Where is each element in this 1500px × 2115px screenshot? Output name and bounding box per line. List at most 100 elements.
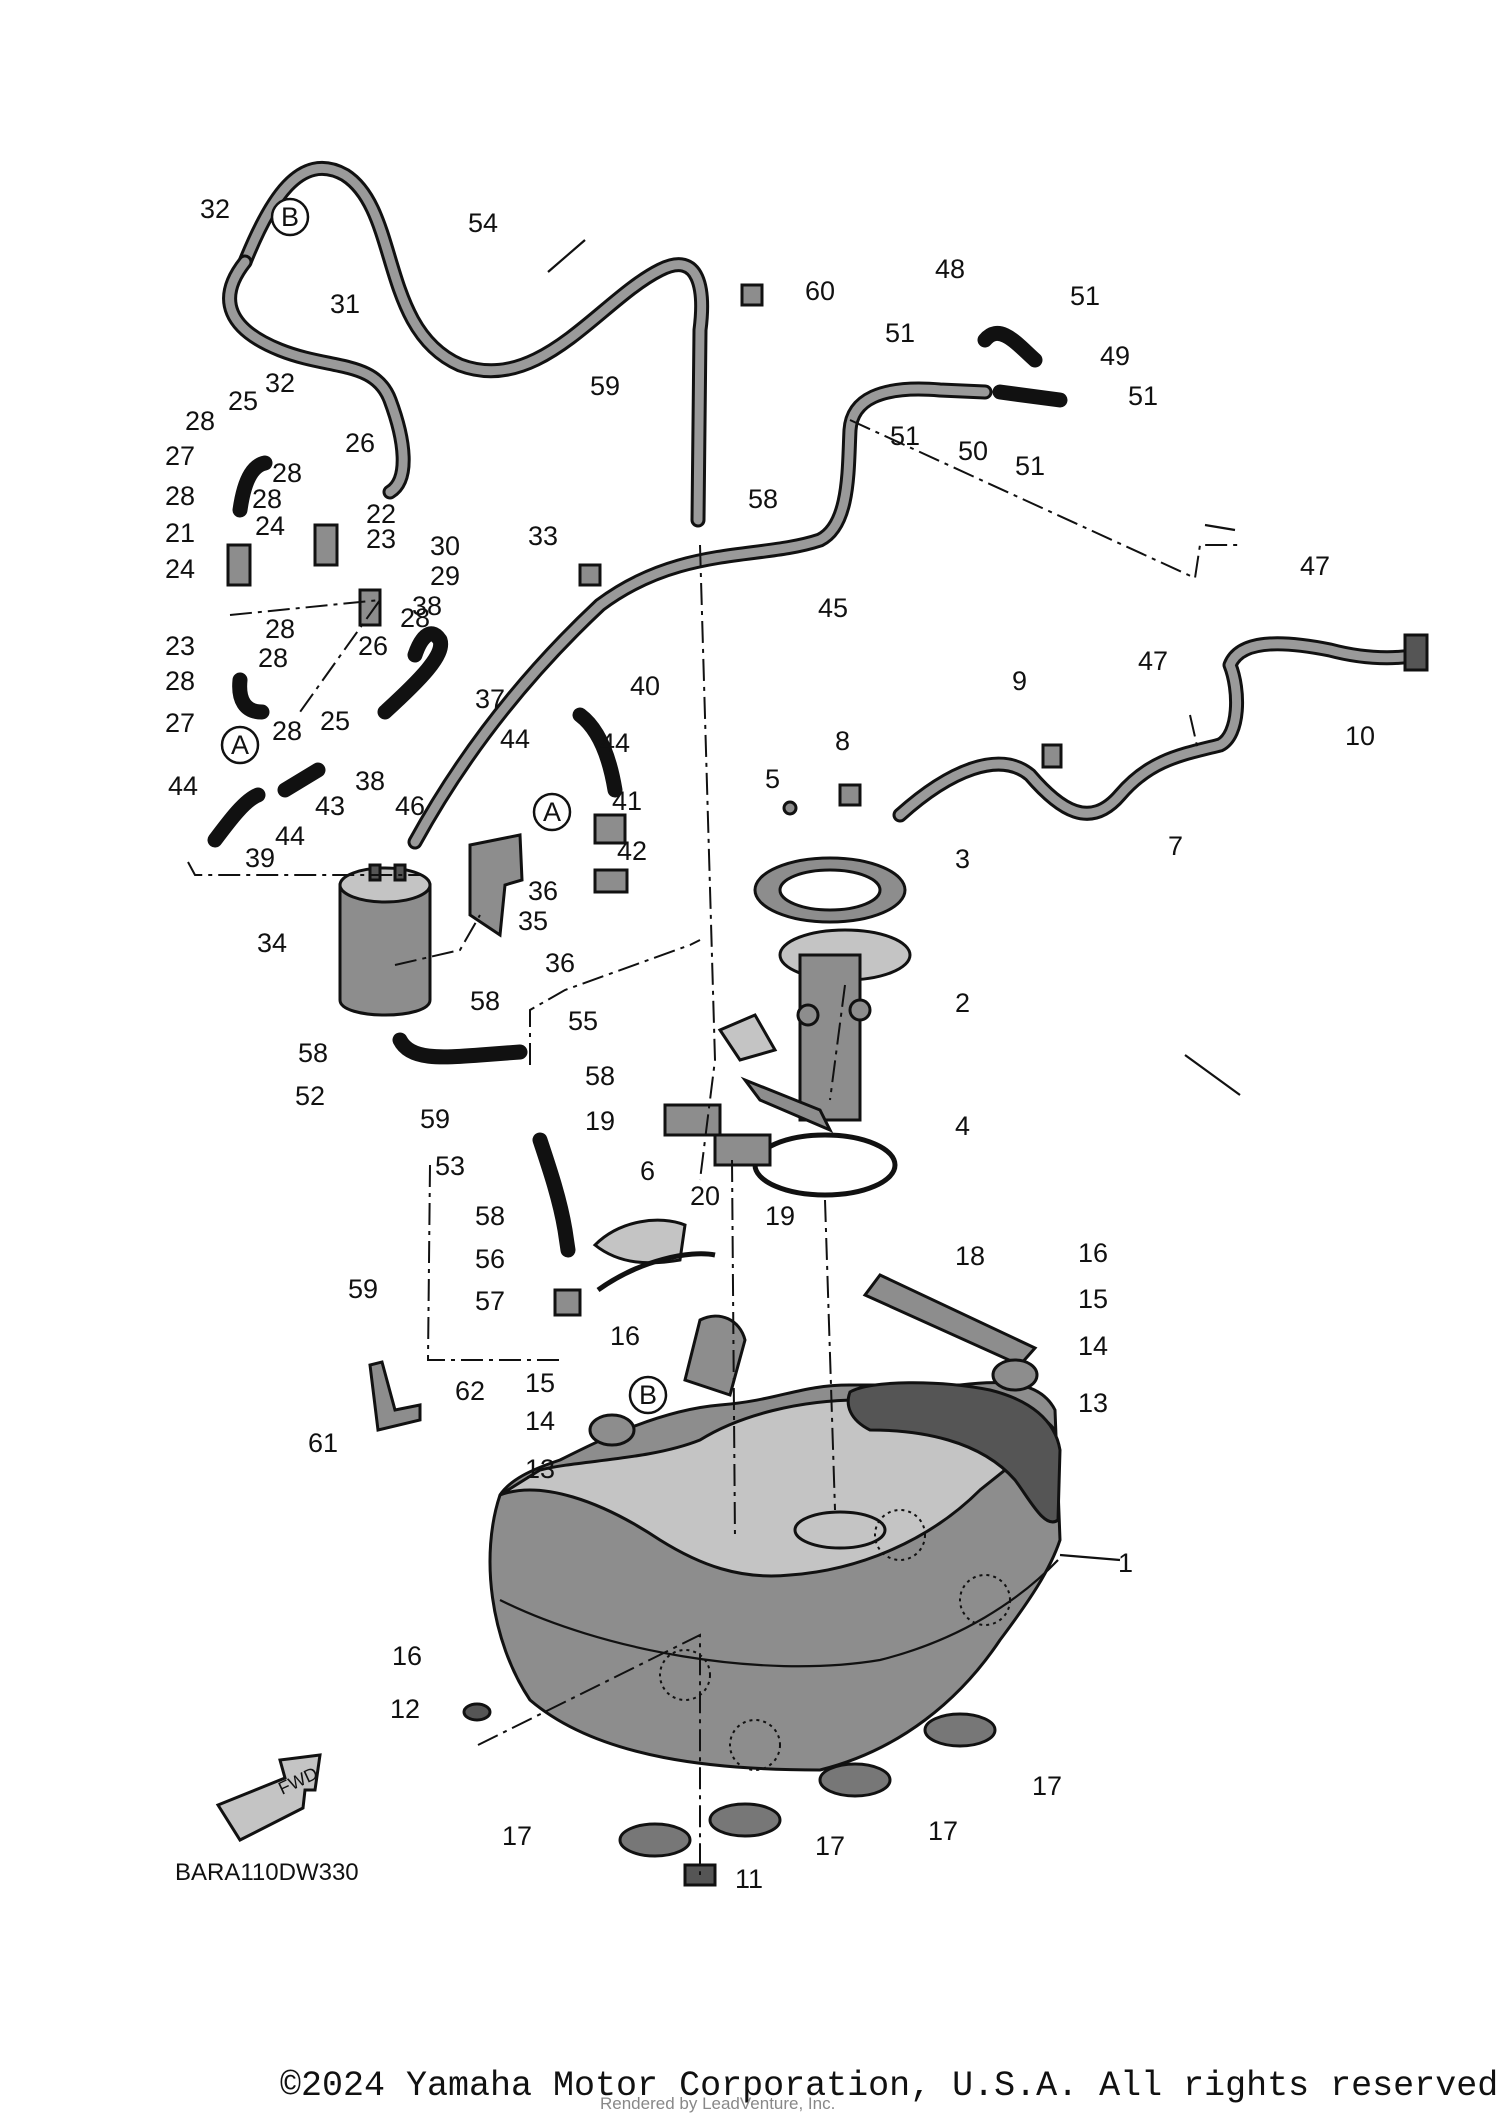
callout-c28e: 28 xyxy=(265,614,295,644)
callout-c17d: 17 xyxy=(1032,1771,1062,1801)
callout-c7: 7 xyxy=(1168,831,1183,861)
clamp-60 xyxy=(740,283,764,307)
callout-c30: 30 xyxy=(430,531,460,561)
mount-pad-2 xyxy=(708,1802,782,1838)
callout-c47a: 47 xyxy=(1300,551,1330,581)
marker-letter: A xyxy=(231,730,249,760)
callout-c44d: 44 xyxy=(600,728,630,758)
callout-c26b: 26 xyxy=(358,631,388,661)
hose-27-lower xyxy=(232,672,270,720)
callout-c58e: 58 xyxy=(475,1201,505,1231)
callout-c14b: 14 xyxy=(1078,1331,1108,1361)
callout-c52: 52 xyxy=(295,1081,325,1111)
callout-c58c: 58 xyxy=(585,1061,615,1091)
callout-c45: 45 xyxy=(818,593,848,623)
callout-c25b: 25 xyxy=(320,706,350,736)
callout-c28g: 28 xyxy=(258,643,288,673)
callout-c11: 11 xyxy=(735,1864,763,1894)
callout-c39: 39 xyxy=(245,843,275,873)
bracket-29 xyxy=(358,588,382,627)
callout-c36a: 36 xyxy=(528,876,558,906)
callout-c28h: 28 xyxy=(272,716,302,746)
callout-c60: 60 xyxy=(805,276,835,306)
reference-marker-mA2: A xyxy=(532,792,572,832)
callout-c44c: 44 xyxy=(500,724,530,754)
damper-upper xyxy=(663,1103,722,1137)
callout-c17a: 17 xyxy=(502,1821,532,1851)
hose-49 xyxy=(992,384,1068,408)
callout-c35: 35 xyxy=(518,906,548,936)
tank-damper-left xyxy=(588,1413,636,1447)
hose-39 xyxy=(207,787,266,848)
callout-c41: 41 xyxy=(612,786,642,816)
callout-c46: 46 xyxy=(395,791,425,821)
callout-c23b: 23 xyxy=(366,524,396,554)
hose-31 xyxy=(222,254,411,500)
callout-c12: 12 xyxy=(390,1694,420,1724)
callout-c61: 61 xyxy=(308,1428,338,1458)
hose-48 xyxy=(977,326,1043,368)
callout-c26a: 26 xyxy=(345,428,375,458)
callout-c13a: 13 xyxy=(525,1454,555,1484)
callout-c2: 2 xyxy=(955,988,970,1018)
callout-c16a: 16 xyxy=(610,1321,640,1351)
callout-c54: 54 xyxy=(468,208,498,238)
callout-c24a: 24 xyxy=(165,554,195,584)
callout-c22: 22 xyxy=(366,499,396,529)
filler-seal xyxy=(596,1251,716,1293)
forward-arrow: FWD xyxy=(215,1753,322,1842)
hose-53 xyxy=(532,1132,576,1258)
callout-c5: 5 xyxy=(765,764,780,794)
connector-10 xyxy=(1403,633,1429,672)
mount-pad-1 xyxy=(618,1822,692,1858)
callout-c17b: 17 xyxy=(815,1831,845,1861)
callout-c28b: 28 xyxy=(272,458,302,488)
fitting-8 xyxy=(838,783,862,807)
washer-12 xyxy=(462,1702,492,1722)
callout-c17c: 17 xyxy=(928,1816,958,1846)
filter-22 xyxy=(313,523,339,567)
callout-c29: 29 xyxy=(430,561,460,591)
drawing-code: BARA110DW330 xyxy=(175,1859,359,1886)
callout-c16b: 16 xyxy=(1078,1238,1108,1268)
callout-c56: 56 xyxy=(475,1244,505,1274)
callout-c48: 48 xyxy=(935,254,965,284)
callout-c59a: 59 xyxy=(590,371,620,401)
callout-c58a: 58 xyxy=(470,986,500,1016)
damper-lower xyxy=(713,1133,772,1167)
callout-c59c: 59 xyxy=(348,1274,378,1304)
callout-c32a: 32 xyxy=(200,194,230,224)
filter-21 xyxy=(226,543,252,587)
callout-c23a: 23 xyxy=(165,631,195,661)
callout-c38b: 38 xyxy=(355,766,385,796)
reference-marker-mA1: A xyxy=(220,725,260,765)
callout-c28c: 28 xyxy=(252,484,282,514)
callout-c19b: 19 xyxy=(765,1201,795,1231)
reference-marker-mB1: B xyxy=(270,197,310,237)
callout-c47b: 47 xyxy=(1138,646,1168,676)
callout-c10: 10 xyxy=(1345,721,1375,751)
callout-c51a: 51 xyxy=(885,318,915,348)
callout-c15a: 15 xyxy=(525,1368,555,1398)
canister-bracket xyxy=(468,833,524,938)
mount-pad-3 xyxy=(818,1762,892,1798)
callout-c24b: 24 xyxy=(255,511,285,541)
callout-c40: 40 xyxy=(630,671,660,701)
callout-c59b: 59 xyxy=(420,1104,450,1134)
callout-c44b: 44 xyxy=(275,821,305,851)
hose-45 xyxy=(407,381,993,850)
callout-c32b: 32 xyxy=(265,368,295,398)
callout-c9: 9 xyxy=(1012,666,1027,696)
callout-c33: 33 xyxy=(528,521,558,551)
filler-neck xyxy=(683,1314,747,1397)
callout-c53: 53 xyxy=(435,1151,465,1181)
marker-circle xyxy=(532,792,572,832)
callout-c21: 21 xyxy=(165,518,195,548)
pump-gasket xyxy=(752,1132,898,1198)
marker-circle xyxy=(220,725,260,765)
callout-c42: 42 xyxy=(617,836,647,866)
callout-c58b: 58 xyxy=(748,484,778,514)
callout-c8: 8 xyxy=(835,726,850,756)
callout-c14a: 14 xyxy=(525,1406,555,1436)
